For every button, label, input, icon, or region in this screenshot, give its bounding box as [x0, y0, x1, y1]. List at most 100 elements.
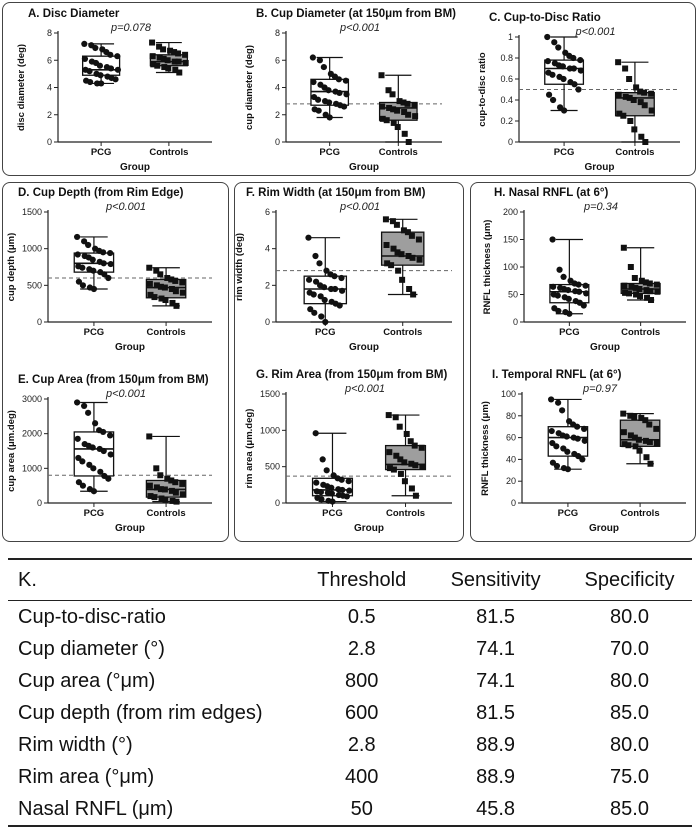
data-point: [648, 90, 655, 97]
data-point: [633, 84, 640, 91]
data-point: [379, 115, 386, 122]
y-axis-label: cup area (μm.deg): [6, 410, 17, 492]
y-tick-label: 100: [503, 262, 518, 272]
data-point: [107, 51, 114, 58]
table-row: Cup-to-disc-ratio 0.5 81.5 80.0: [8, 601, 692, 634]
data-point: [566, 310, 573, 317]
data-point: [412, 492, 419, 499]
table-row: Cup diameter (°) 2.8 74.1 70.0: [8, 633, 692, 665]
y-tick-label: 60: [506, 433, 516, 443]
p-value-label: p<0.001: [344, 383, 385, 395]
y-axis-label: cup diameter (deg): [244, 45, 255, 130]
data-point: [418, 444, 425, 451]
table-header-threshold: Threshold: [299, 558, 425, 601]
data-point: [622, 289, 629, 296]
data-point: [305, 234, 312, 241]
table-cell-sensitivity: 81.5: [476, 605, 516, 628]
data-point: [320, 63, 327, 71]
data-point: [419, 463, 426, 470]
data-point: [165, 65, 172, 72]
data-point: [328, 490, 335, 497]
data-point: [408, 485, 415, 492]
data-point: [570, 65, 577, 72]
y-tick-label: 20: [506, 476, 516, 486]
data-point: [176, 69, 183, 76]
data-point: [583, 290, 590, 297]
data-point: [636, 447, 643, 454]
data-point: [549, 71, 556, 78]
table-cell-sensitivity: 88.9: [476, 733, 516, 756]
data-point: [412, 462, 419, 469]
data-point: [401, 130, 408, 137]
data-point: [335, 76, 342, 83]
data-point: [329, 498, 336, 505]
data-point: [75, 454, 82, 462]
table-cell-threshold: 600: [345, 701, 379, 724]
data-point: [164, 275, 171, 281]
data-point: [637, 88, 644, 95]
data-point: [107, 260, 114, 268]
data-point: [630, 97, 637, 103]
data-point: [105, 274, 112, 282]
data-point: [633, 291, 640, 298]
data-point: [397, 456, 404, 463]
data-point: [96, 62, 104, 69]
table-cell-measure: Cup depth (from rim edges): [18, 701, 263, 724]
data-point: [556, 266, 563, 273]
data-point: [635, 436, 642, 443]
data-point: [336, 302, 343, 309]
data-point: [312, 278, 320, 285]
x-axis-label: Group: [349, 342, 379, 353]
data-point: [642, 417, 649, 424]
data-point: [396, 423, 403, 430]
x-tick-label: Controls: [149, 147, 188, 158]
data-point: [581, 437, 588, 444]
data-point: [173, 498, 180, 505]
data-point: [92, 44, 99, 52]
data-point: [313, 479, 320, 486]
data-point: [169, 299, 176, 306]
data-point: [157, 283, 164, 290]
data-point: [175, 50, 182, 57]
table-cell-specificity: 75.0: [610, 765, 649, 788]
panel-title: C. Cup-to-Disc Ratio: [489, 12, 601, 24]
data-point: [389, 91, 396, 98]
data-point: [100, 260, 107, 267]
data-point: [626, 76, 633, 82]
y-tick-label: 4: [275, 83, 280, 93]
data-point: [407, 438, 414, 445]
data-point: [565, 287, 572, 294]
data-point: [98, 80, 105, 87]
data-point: [395, 267, 402, 274]
data-point: [555, 44, 562, 51]
panel-title: B. Cup Diameter (at 150μm from BM): [256, 8, 456, 20]
data-point: [549, 236, 556, 243]
y-tick-label: 1000: [22, 463, 42, 473]
data-point: [89, 256, 96, 263]
table-cell-specificity: 85.0: [610, 701, 649, 724]
data-point: [405, 139, 412, 145]
data-point: [653, 440, 660, 447]
data-point: [320, 284, 328, 291]
data-point: [323, 467, 330, 474]
data-point: [342, 77, 349, 84]
data-point: [147, 493, 154, 500]
data-point: [338, 287, 346, 294]
y-tick-label: 0.8: [500, 53, 513, 63]
data-point: [648, 107, 655, 114]
data-point: [555, 307, 562, 315]
data-point: [114, 53, 121, 60]
x-tick-label: PCG: [558, 508, 579, 519]
data-point: [168, 276, 175, 283]
y-axis-label: rim area (μm.deg): [244, 409, 255, 489]
data-point: [311, 309, 318, 316]
data-point: [179, 289, 186, 296]
table-cell-threshold: 800: [345, 669, 379, 692]
data-point: [390, 466, 397, 473]
data-point: [338, 274, 345, 282]
data-point: [575, 86, 582, 93]
y-tick-label: 0: [508, 137, 513, 147]
data-point: [107, 432, 114, 439]
x-axis-label: Group: [115, 523, 145, 534]
y-tick-label: 8: [275, 28, 280, 38]
